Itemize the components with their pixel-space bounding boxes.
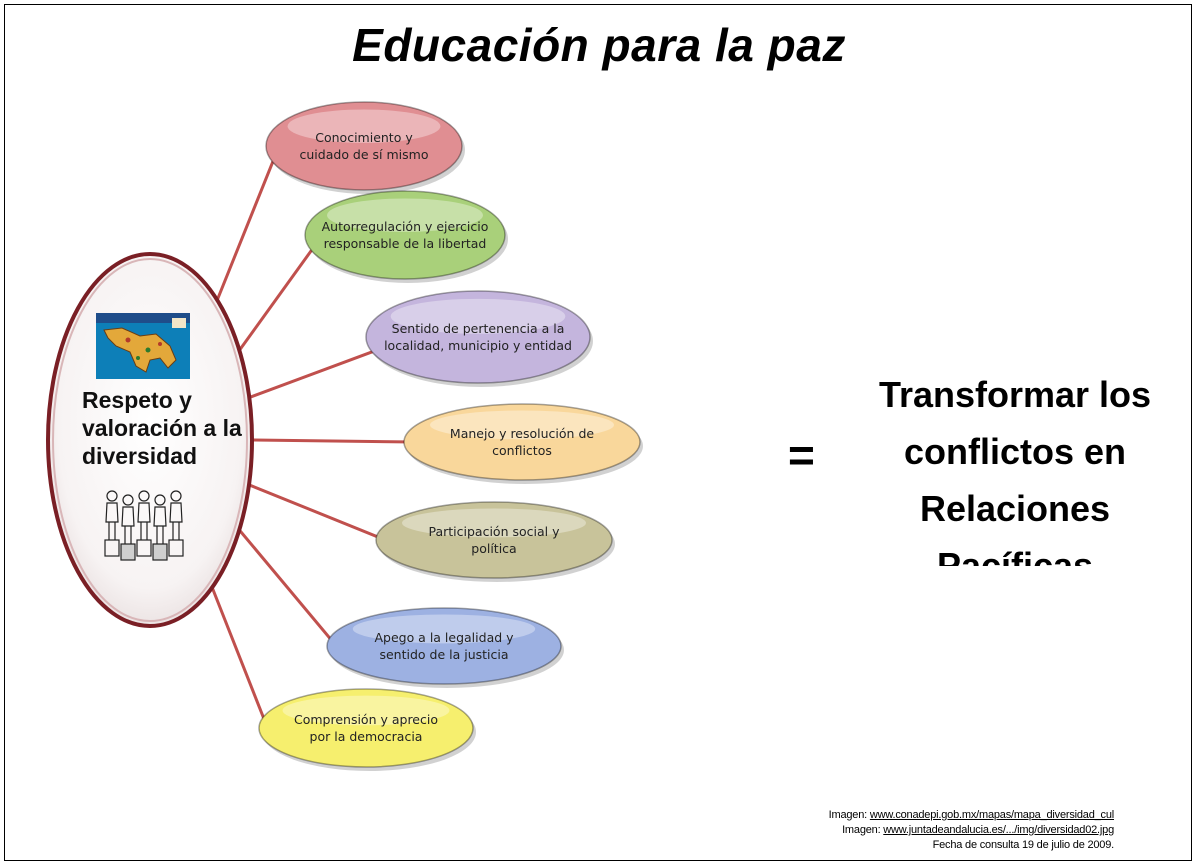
node-highlight bbox=[401, 508, 587, 538]
concept-node-6 bbox=[326, 607, 562, 685]
person-body bbox=[169, 502, 183, 540]
image-credits: Imagen: www.conadepi.gob.mx/mapas/mapa_d… bbox=[828, 808, 1115, 853]
person-body bbox=[153, 506, 167, 544]
concept-node-1 bbox=[265, 101, 463, 191]
concept-node-3 bbox=[365, 290, 591, 384]
person-pedestal bbox=[168, 539, 184, 557]
person-pedestal bbox=[152, 543, 168, 561]
connector-line-5 bbox=[246, 482, 387, 542]
slide-frame bbox=[4, 4, 1192, 861]
connector-line-6 bbox=[234, 525, 338, 647]
person-head bbox=[106, 490, 118, 502]
node-highlight bbox=[282, 695, 450, 726]
person-head bbox=[138, 490, 150, 502]
concept-node-label-5: Participación social y política bbox=[428, 524, 560, 556]
credit-link-1[interactable]: www.conadepi.gob.mx/mapas/mapa_diversida… bbox=[869, 809, 1114, 821]
person-head bbox=[154, 494, 166, 506]
credit-line-1: Imagen: www.conadepi.gob.mx/mapas/mapa_d… bbox=[828, 808, 1115, 823]
concept-node-label-1: Conocimiento y cuidado de sí mismo bbox=[299, 130, 429, 162]
node-highlight bbox=[352, 614, 536, 644]
credit-link-2[interactable]: www.juntadeandalucia.es/.../img/diversid… bbox=[883, 824, 1114, 836]
concept-node-4 bbox=[403, 403, 641, 481]
credit-line-2: Imagen: www.juntadeandalucia.es/.../img/… bbox=[829, 823, 1114, 838]
concept-node-label-2: Autorregulación y ejercicio responsable … bbox=[321, 219, 489, 251]
credit-prefix: Imagen: bbox=[842, 824, 884, 836]
equals-sign: = bbox=[788, 429, 815, 481]
connector-line-3 bbox=[247, 349, 376, 400]
concept-node-label-6: Apego a la legalidad y sentido de la jus… bbox=[374, 630, 514, 662]
person-head bbox=[122, 494, 134, 506]
slide-title: Educación para la paz bbox=[352, 19, 846, 71]
connector-lines bbox=[208, 158, 414, 729]
concept-node-label-3: Sentido de pertenencia a la localidad, m… bbox=[384, 321, 572, 353]
hub-label: Respeto y valoración a la diversidad bbox=[82, 387, 242, 469]
connector-line-4 bbox=[251, 438, 414, 444]
node-highlight bbox=[287, 109, 441, 143]
connector-line-2 bbox=[234, 247, 315, 356]
concept-nodes bbox=[258, 101, 643, 771]
credit-prefix: Imagen: bbox=[828, 809, 870, 821]
person-pedestal bbox=[104, 539, 120, 557]
person-body bbox=[105, 502, 119, 540]
connector-line-7 bbox=[208, 581, 269, 729]
connector-line-1 bbox=[208, 158, 276, 319]
concept-node-2 bbox=[304, 190, 506, 280]
node-highlight bbox=[429, 410, 615, 440]
credit-date: Fecha de consulta 19 de julio de 2009. bbox=[932, 839, 1115, 851]
node-highlight bbox=[390, 298, 566, 334]
result-statement: Transformar los conflictos en Relaciones… bbox=[878, 374, 1152, 566]
node-highlight bbox=[327, 198, 483, 232]
person-pedestal bbox=[136, 539, 152, 557]
person-body bbox=[121, 506, 135, 544]
person-pedestal bbox=[120, 543, 136, 561]
concept-node-label-7: Comprensión y aprecio por la democracia bbox=[293, 712, 438, 744]
mexico-map-image bbox=[96, 313, 190, 379]
person-body bbox=[137, 502, 151, 540]
concept-node-label-4: Manejo y resolución de conflictos bbox=[449, 426, 595, 458]
person-head bbox=[170, 490, 182, 502]
people-illustration bbox=[104, 490, 184, 561]
concept-node-5 bbox=[375, 501, 613, 579]
concept-node-7 bbox=[258, 688, 474, 768]
